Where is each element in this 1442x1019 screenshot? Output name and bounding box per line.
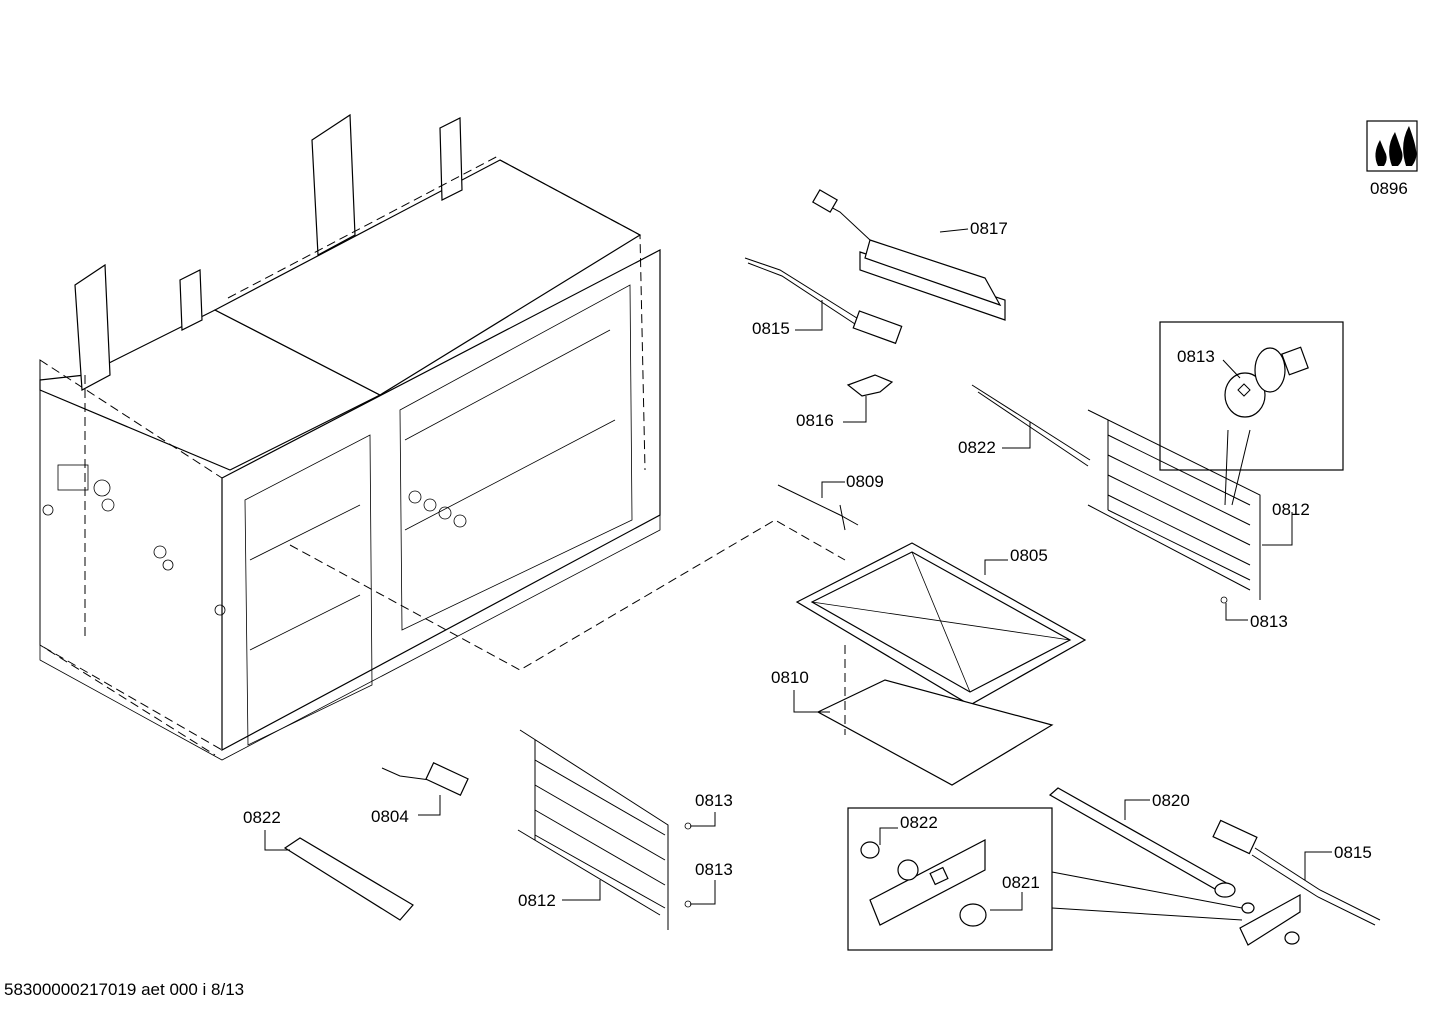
label-0805: 0805	[1010, 546, 1048, 565]
gas-flame-symbol: 0896	[1366, 120, 1418, 198]
label-0815-bottom: 0815	[1334, 843, 1372, 862]
label-0815-top: 0815	[752, 319, 790, 338]
igniter-part-top: 0815	[744, 257, 903, 345]
rail-part-middle: 0822	[958, 384, 1091, 467]
label-0821: 0821	[1002, 873, 1040, 892]
oven-frame-assembly	[39, 113, 846, 761]
igniter-part-bottom: 0815	[1212, 819, 1381, 926]
label-0804: 0804	[371, 807, 409, 826]
label-0822-bottom-left: 0822	[243, 808, 281, 827]
broil-burner-part: 0817	[812, 189, 1008, 321]
label-0813-bottom-upper: 0813	[695, 791, 733, 810]
label-0813-bottom-lower: 0813	[695, 860, 733, 879]
label-0820: 0820	[1152, 791, 1190, 810]
bake-burner-part: 0820	[1048, 787, 1236, 898]
connector-part: 0804	[371, 762, 469, 826]
document-reference-number: 58300000217019 aet 000 i 8/13	[4, 980, 245, 999]
label-0809: 0809	[846, 472, 884, 491]
rack-guide-bottom: 0812 0813 0813	[517, 729, 733, 930]
valve-bracket-part	[1239, 893, 1301, 946]
label-0816: 0816	[796, 411, 834, 430]
rail-part-bottom-left: 0822	[243, 808, 414, 921]
label-0817: 0817	[970, 219, 1008, 238]
valve-detail-inset: 0822 0821	[847, 807, 1243, 951]
oven-bottom-tray: 0805	[795, 542, 1087, 706]
label-0896: 0896	[1370, 179, 1408, 198]
label-0822-middle: 0822	[958, 438, 996, 457]
label-0822-inset: 0822	[900, 813, 938, 832]
label-0813-right: 0813	[1250, 612, 1288, 631]
label-0812-right: 0812	[1272, 500, 1310, 519]
label-0813-inset: 0813	[1177, 347, 1215, 366]
label-0812-bottom: 0812	[518, 891, 556, 910]
label-0810: 0810	[771, 668, 809, 687]
bracket-part: 0816	[796, 374, 894, 430]
screw-detail-inset: 0813	[1159, 321, 1344, 506]
rack-guide-right: 0812 0813	[1087, 409, 1310, 631]
temp-sensor-part: 0809	[777, 472, 884, 531]
floor-panel-part: 0810	[771, 645, 1054, 786]
